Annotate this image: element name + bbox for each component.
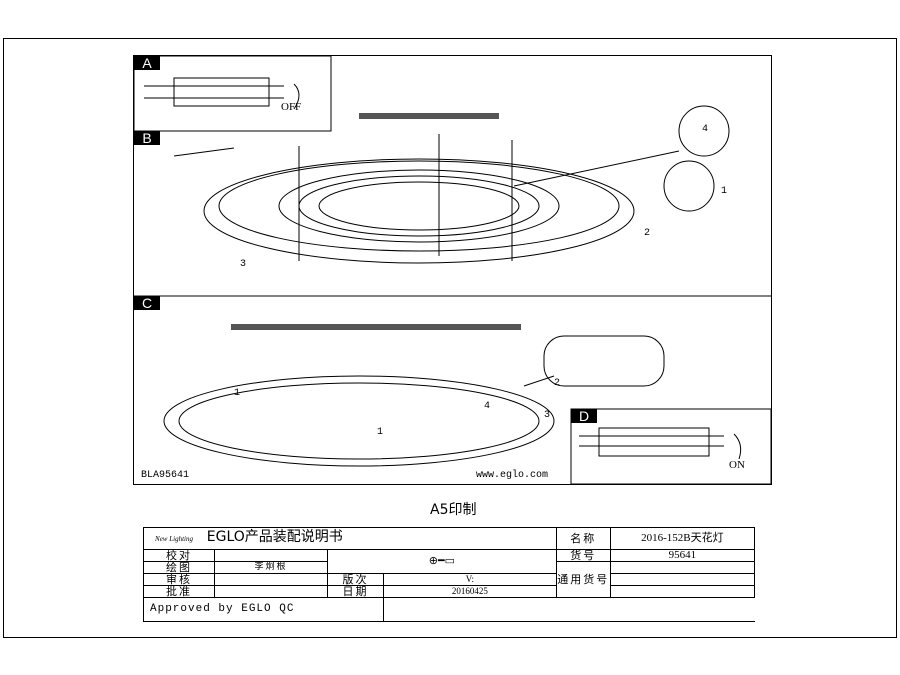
step-c1-label: 1 <box>234 388 241 399</box>
projection-symbol-icon: ⊕━▭ <box>327 549 557 574</box>
assembly-illustration <box>134 56 771 484</box>
step-4-label: 4 <box>702 124 709 135</box>
approve-label: 批准 <box>143 585 215 598</box>
title-block: New Lighting EGLO产品装配说明书 名称 2016-152B天花灯… <box>143 527 756 622</box>
item-no-label: 货号 <box>555 549 611 562</box>
common-item-label: 通用货号 <box>555 561 611 598</box>
on-label: ON <box>729 459 745 471</box>
model-number: BLA95641 <box>141 470 190 481</box>
drawing-label: 绘图 <box>143 561 215 574</box>
version-value: V: <box>383 573 557 586</box>
website: www.eglo.com <box>476 470 549 481</box>
print-size: A5印制 <box>430 502 477 518</box>
assembly-drawing: A B C D OFF ON 4 1 2 3 1 2 3 4 1 BLA9564… <box>133 55 772 485</box>
step-1-label: 1 <box>721 186 728 197</box>
section-b-label: B <box>134 131 160 145</box>
section-c-label: C <box>134 296 160 310</box>
step-c3-label: 3 <box>544 410 551 421</box>
section-d-label: D <box>571 409 597 423</box>
step-c2-label: 2 <box>554 378 561 389</box>
name-label: 名称 <box>555 527 611 550</box>
proofread-label: 校对 <box>143 549 215 562</box>
date-label: 日期 <box>327 585 384 598</box>
date-value: 20160425 <box>383 585 557 598</box>
off-label: OFF <box>281 101 302 113</box>
step-c1b-label: 1 <box>377 427 384 438</box>
version-label: 版次 <box>327 573 384 586</box>
doc-title: EGLO产品装配说明书 <box>206 529 343 545</box>
page-frame <box>3 38 897 638</box>
drawer-value: 李炯根 <box>214 561 328 574</box>
step-3-label: 3 <box>240 259 247 270</box>
item-no-value: 95641 <box>609 549 756 562</box>
section-a-label: A <box>134 56 160 70</box>
logo: New Lighting <box>155 535 193 543</box>
step-c4-label: 4 <box>484 401 491 412</box>
name-value: 2016-152B天花灯 <box>609 527 756 550</box>
step-2-label: 2 <box>644 228 651 239</box>
approved-by: Approved by EGLO QC <box>143 597 384 622</box>
review-label: 审核 <box>143 573 215 586</box>
